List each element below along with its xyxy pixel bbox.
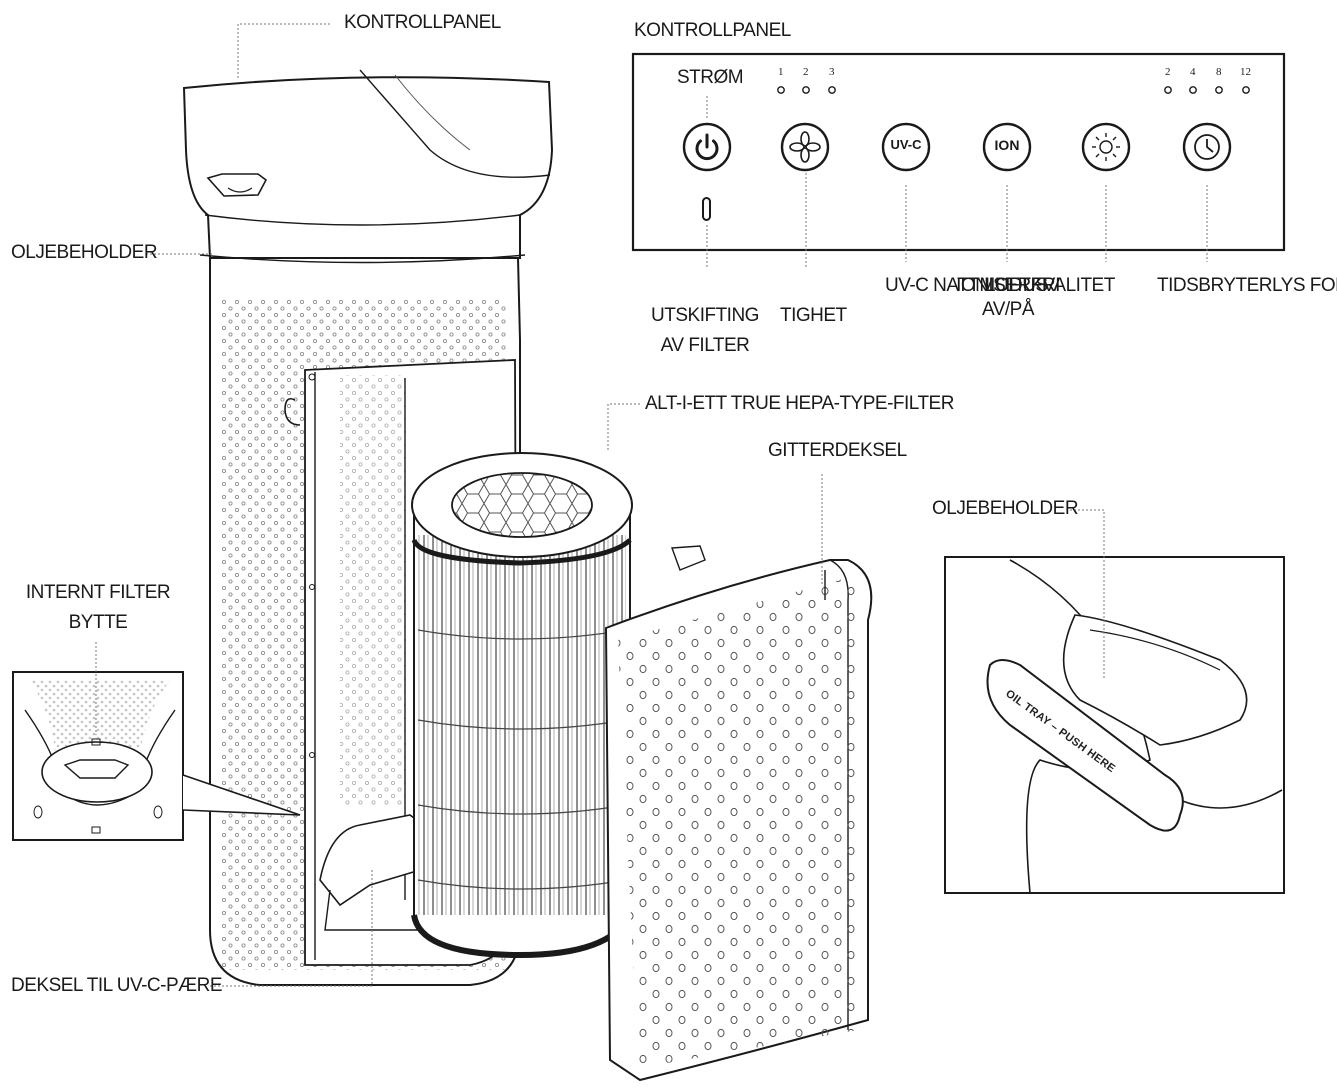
handle-icon [206,173,268,197]
internt-filter-label: INTERNT FILTER BYTTE [23,582,173,634]
utskifting-label: UTSKIFTING AV FILTER [645,305,765,357]
uvc-icon: UV-C [890,137,922,152]
hepa-filter-label: ALT-I-ETT TRUE HEPA-TYPE-FILTER [645,393,954,414]
uvc-nattmodus-label: UV-C NATTMODUS [885,275,1048,296]
kontrollpanel-label-top: KONTROLLPANEL [344,12,501,33]
ion-icon: ION [994,137,1020,153]
strom-label: STRØM [677,67,744,88]
fan-icon [789,131,821,163]
fan-speed-button[interactable] [780,122,830,172]
panel-leader-lines [706,96,1208,268]
clock-icon [1194,134,1220,160]
power-button[interactable] [682,122,732,172]
control-panel-box [631,52,1286,252]
timer-level-8: 8 [1216,66,1222,78]
internt-line1: INTERNT FILTER [25,582,171,603]
timer-level-4: 4 [1190,66,1196,78]
ion-line1: IONISERFRI [956,275,1060,296]
speed-indicator-leds [777,86,836,94]
speed-level-1: 1 [778,66,784,78]
timer-indicator-leds [1164,86,1250,94]
air-quality-button[interactable] [1081,122,1131,172]
internal-filter-inset [12,671,301,841]
speed-level-3: 3 [829,66,835,78]
tighet-label: TIGHET [780,305,847,326]
gitterdeksel-label: GITTERDEKSEL [768,440,907,461]
oljebeholder-label-right: OLJEBEHOLDER [932,498,1079,519]
luftkvalitet-label: LUFTKVALITET [985,275,1115,296]
oil-tray-inset: OIL TRAY – PUSH HERE [944,556,1285,894]
oljebeholder-label-left: OLJEBEHOLDER [11,242,158,263]
speed-level-2: 2 [803,66,809,78]
kontrollpanel-heading: KONTROLLPANEL [634,20,791,41]
ion-label: IONISERFRI AV/PÅ [948,275,1068,321]
deksel-uvc-label: DEKSEL TIL UV-C-PÆRE [11,975,223,996]
ion-line2: AV/PÅ [981,299,1035,320]
timer-level-12: 12 [1240,66,1251,78]
timer-button[interactable] [1182,122,1232,172]
power-icon [695,133,719,161]
utskifting-line1: UTSKIFTING [651,305,759,326]
hepa-filter [411,452,706,959]
leader-lines [95,23,1105,987]
timer-level-2: 2 [1165,66,1171,78]
sun-icon [1092,133,1120,161]
grille-cover [604,559,873,1082]
internt-line2: BYTTE [68,612,128,633]
uvc-button[interactable] [881,122,931,172]
utskifting-line2: AV FILTER [660,335,750,356]
ion-button[interactable] [982,122,1032,172]
tidsbryter-label: TIDSBRYTERLYS FOR [1157,275,1337,296]
